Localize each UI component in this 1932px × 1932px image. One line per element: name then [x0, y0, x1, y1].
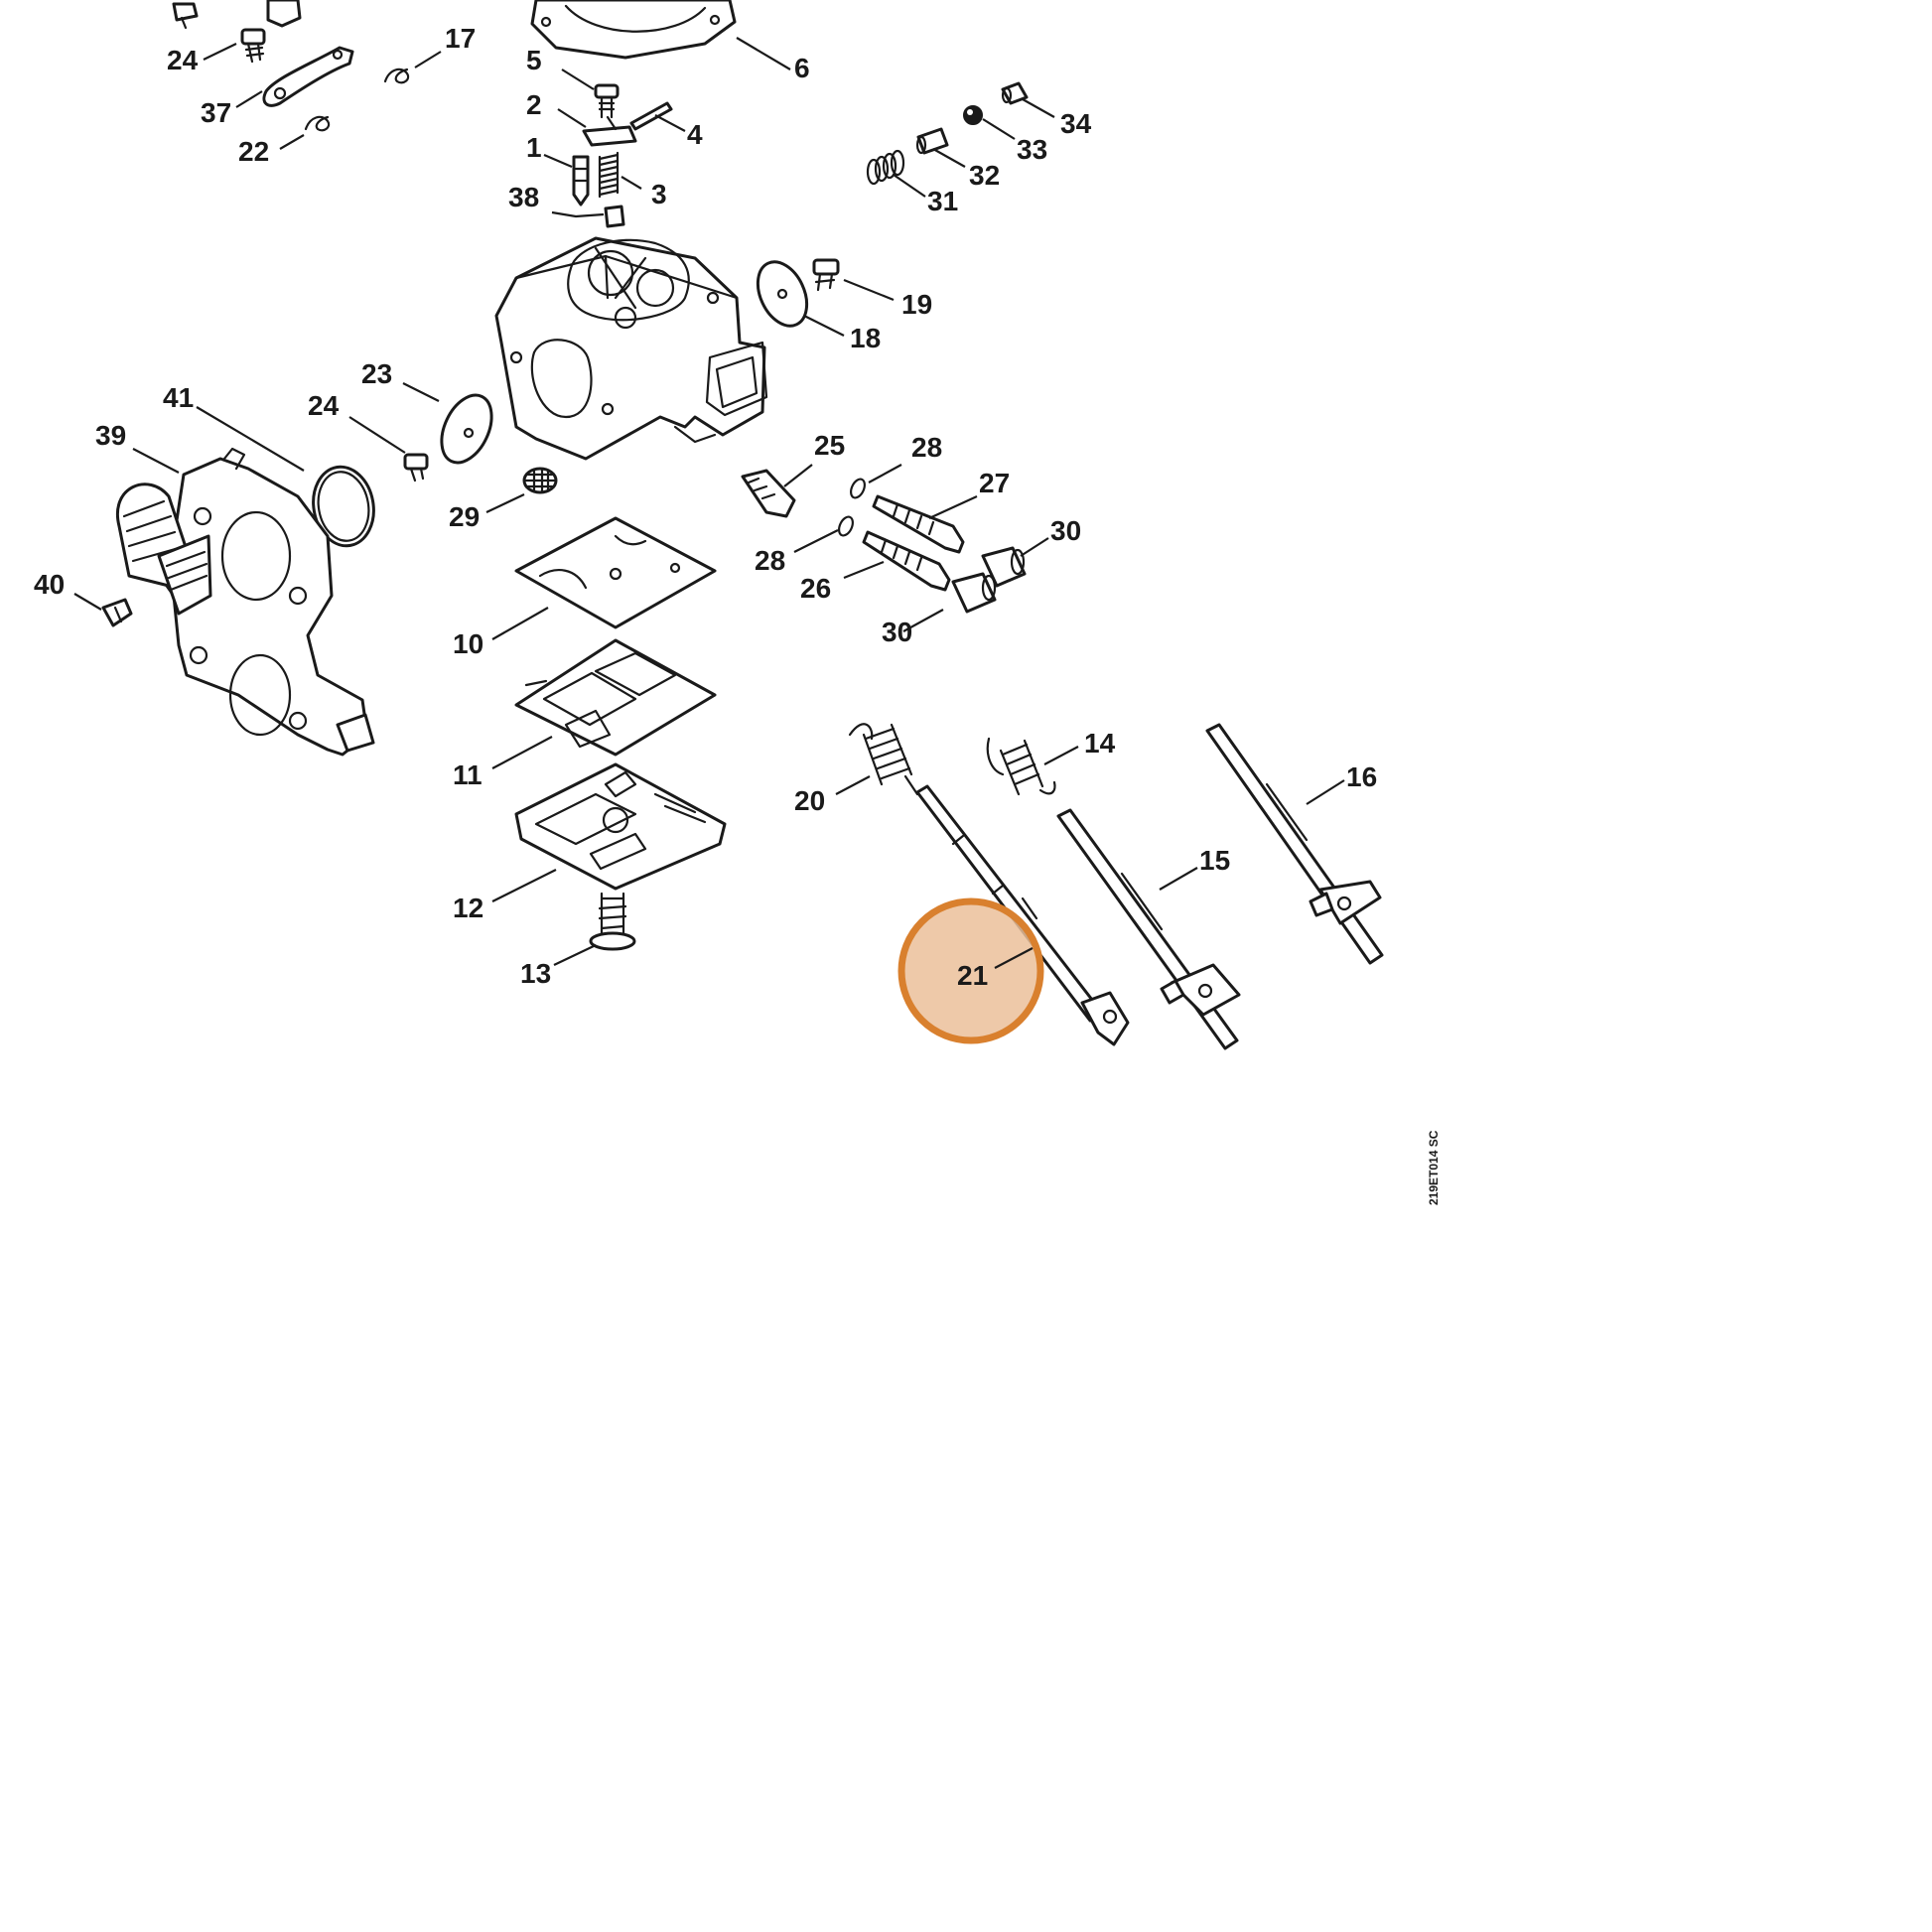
part-29-strainer — [522, 467, 558, 494]
part-33-ball — [963, 105, 983, 125]
part-12-pump-plate — [514, 762, 727, 891]
callout-34[interactable]: 34 — [1060, 108, 1092, 139]
part-6-gasket — [530, 0, 737, 60]
part-1-needle — [572, 155, 590, 207]
part-2-lever — [582, 115, 637, 147]
part-24-screw-top — [240, 28, 266, 64]
callout-15[interactable]: 15 — [1199, 845, 1230, 876]
callout-23[interactable]: 23 — [361, 358, 392, 389]
callout-24-mid[interactable]: 24 — [308, 390, 340, 421]
callout-30-lower[interactable]: 30 — [882, 617, 912, 647]
part-18-diaphragm — [756, 260, 809, 328]
callout-6[interactable]: 6 — [794, 53, 810, 83]
callout-5[interactable]: 5 — [526, 45, 542, 75]
part-27-needle — [872, 494, 965, 554]
part-26-needle — [862, 530, 951, 592]
part-30-cap-upper — [981, 546, 1027, 588]
callout-32[interactable]: 32 — [969, 160, 1000, 191]
part-3-spring — [598, 151, 620, 199]
callout-24-top[interactable]: 24 — [167, 45, 199, 75]
part-19-screw — [812, 258, 840, 292]
callout-30-upper[interactable]: 30 — [1050, 515, 1081, 546]
callout-40[interactable]: 40 — [34, 569, 65, 600]
callout-18[interactable]: 18 — [850, 323, 881, 353]
callout-21[interactable]: 21 — [957, 960, 988, 991]
callout-1[interactable]: 1 — [526, 132, 542, 163]
callout-3[interactable]: 3 — [651, 179, 667, 209]
parts-artwork — [101, 0, 1384, 1050]
part-31-spring — [866, 149, 905, 186]
part-5-screw — [594, 83, 620, 119]
part-17-clip — [383, 68, 410, 84]
part-40-screw — [101, 598, 133, 627]
callout-12[interactable]: 12 — [453, 893, 483, 923]
callout-16[interactable]: 16 — [1346, 761, 1377, 792]
callout-25[interactable]: 25 — [814, 430, 845, 461]
callout-27[interactable]: 27 — [979, 468, 1010, 498]
callout-28-bottom[interactable]: 28 — [755, 545, 785, 576]
part-28-oring-bottom — [838, 515, 854, 537]
leader-lines — [73, 37, 1345, 966]
part-37-lever — [262, 46, 354, 107]
part-14-spring — [986, 737, 1056, 796]
part-4-pin — [629, 101, 673, 131]
part-carburetor-body — [494, 236, 768, 461]
drawing-code: 219ET014 SC — [1427, 1130, 1441, 1205]
highlight-circle[interactable] — [897, 897, 1044, 1044]
leader-21 — [994, 947, 1034, 969]
part-15-shaft — [1056, 808, 1241, 1050]
callout-28-top[interactable]: 28 — [911, 432, 942, 463]
part-30-cap-lower — [951, 572, 997, 614]
callout-33[interactable]: 33 — [1017, 134, 1047, 165]
callout-13[interactable]: 13 — [520, 958, 551, 989]
callout-22[interactable]: 22 — [238, 136, 269, 167]
part-10-gasket — [514, 516, 717, 629]
part-16-shaft — [1205, 723, 1384, 965]
part-34-cap — [1001, 81, 1029, 105]
callout-31[interactable]: 31 — [927, 186, 958, 216]
callout-2[interactable]: 2 — [526, 89, 542, 120]
part-28-oring-top — [850, 478, 866, 499]
part-top-left-block — [266, 0, 302, 28]
callout-39[interactable]: 39 — [95, 420, 126, 451]
callout-20[interactable]: 20 — [794, 785, 825, 816]
part-24-screw-mid — [403, 453, 429, 483]
part-39-manifold — [115, 447, 375, 757]
part-23-diaphragm — [440, 393, 493, 465]
callout-10[interactable]: 10 — [453, 628, 483, 659]
part-top-left-screw — [172, 2, 199, 30]
part-38-plug — [604, 205, 625, 228]
part-22-clip — [304, 115, 331, 132]
part-20-spring — [848, 723, 919, 796]
callout-14[interactable]: 14 — [1084, 728, 1116, 759]
callout-37[interactable]: 37 — [201, 97, 231, 128]
part-41-oring — [312, 465, 375, 548]
callout-4[interactable]: 4 — [687, 119, 703, 150]
callout-41[interactable]: 41 — [163, 382, 194, 413]
callout-29[interactable]: 29 — [449, 501, 480, 532]
callout-17[interactable]: 17 — [445, 23, 476, 54]
callout-labels: 24 37 22 17 6 5 2 4 1 3 38 31 32 33 34 1… — [34, 23, 1377, 991]
part-21-shaft — [915, 784, 1130, 1046]
part-11-gasket — [514, 638, 717, 757]
callout-11[interactable]: 11 — [453, 759, 483, 790]
callout-26[interactable]: 26 — [800, 573, 831, 604]
callout-19[interactable]: 19 — [901, 289, 932, 320]
callout-38[interactable]: 38 — [508, 182, 539, 212]
part-13-screw — [589, 892, 636, 951]
part-25-screw — [741, 469, 796, 518]
part-32-sleeve — [915, 127, 949, 155]
